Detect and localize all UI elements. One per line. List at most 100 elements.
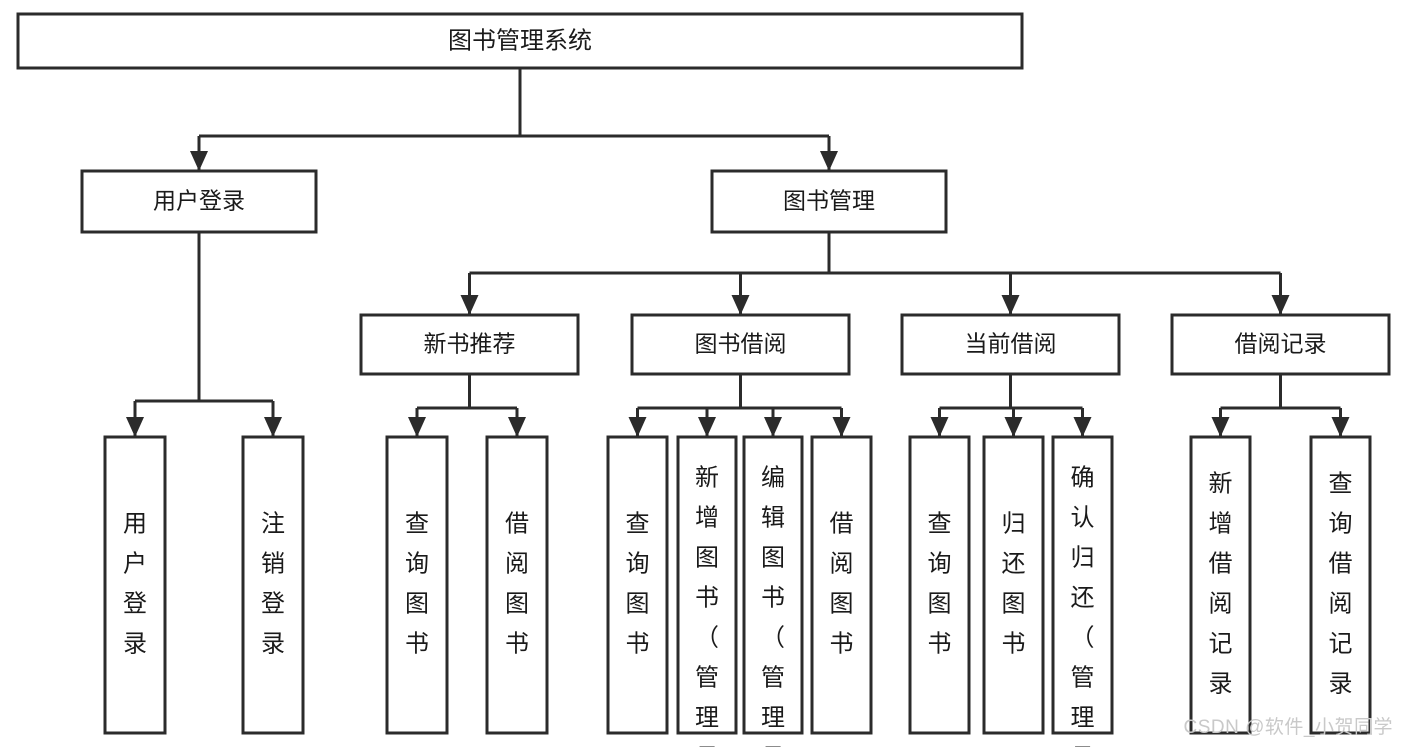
node-box	[900, 313, 1121, 376]
node-box	[742, 435, 804, 735]
node-label-char: 确	[1071, 464, 1095, 491]
node-label-char: 查	[928, 510, 952, 537]
arrowhead-icon	[1271, 295, 1290, 315]
node-label-char: 阅	[830, 550, 854, 577]
node-label: 借阅记录	[1235, 331, 1327, 357]
arrowhead-icon	[460, 295, 479, 315]
node-label-char: 归	[1002, 510, 1026, 537]
node-box	[485, 435, 549, 735]
edges-layer	[126, 68, 1350, 437]
arrowhead-icon	[1001, 295, 1020, 315]
node-label-char: 借	[1209, 550, 1233, 577]
arrowhead-icon	[832, 417, 851, 437]
node-level3-新书推荐[interactable]: 新书推荐	[359, 313, 580, 376]
node-label-char: 询	[928, 550, 952, 577]
node-label-char: 管	[1071, 664, 1095, 691]
node-label-char: 图	[761, 544, 785, 571]
node-leaf-用户登录[interactable]: 用户登录	[103, 435, 167, 735]
node-label-char: 录	[261, 630, 285, 657]
node-root-图书管理系统[interactable]: 图书管理系统	[16, 12, 1024, 70]
arrowhead-icon	[1073, 417, 1092, 437]
node-label-char: 借	[505, 510, 529, 537]
node-label-char: 员	[1071, 744, 1095, 747]
arrowhead-icon	[1004, 417, 1023, 437]
node-label: 图书管理系统	[448, 27, 592, 54]
node-label-char: 图	[626, 590, 650, 617]
node-label-char: 管	[761, 664, 785, 691]
node-label: 当前借阅	[965, 331, 1057, 357]
node-label-char: 查	[405, 510, 429, 537]
arrowhead-icon	[190, 151, 208, 171]
node-box	[1051, 435, 1114, 735]
node-label: 图书借阅	[695, 331, 787, 357]
arrowhead-icon	[408, 417, 426, 437]
arrowhead-icon	[698, 417, 716, 437]
node-level2-用户登录[interactable]: 用户登录	[80, 169, 318, 234]
node-label-char: 登	[123, 590, 147, 617]
arrowhead-icon	[264, 417, 282, 437]
node-label-char: 录	[1209, 670, 1233, 697]
node-label-char: 录	[1329, 670, 1353, 697]
node-label-char: 注	[261, 510, 285, 537]
node-box	[359, 313, 580, 376]
node-label: 用户登录	[123, 510, 147, 657]
node-box	[606, 435, 669, 735]
node-label-char: 销	[261, 550, 285, 577]
node-level3-借阅记录[interactable]: 借阅记录	[1170, 313, 1391, 376]
node-level2-图书管理[interactable]: 图书管理	[710, 169, 948, 234]
node-label-char: 书	[695, 584, 719, 611]
arrowhead-icon	[628, 417, 647, 437]
node-label-char: 登	[261, 590, 285, 617]
node-label-char: 书	[505, 630, 529, 657]
node-label-char: 增	[1209, 510, 1233, 537]
node-level3-当前借阅[interactable]: 当前借阅	[900, 313, 1121, 376]
node-label-char: 管	[695, 664, 719, 691]
node-box	[1189, 435, 1252, 735]
node-label-char: 询	[1329, 510, 1353, 537]
node-label-char: 图	[505, 590, 529, 617]
node-label-char: 理	[695, 704, 719, 731]
node-label-char: 增	[695, 504, 719, 531]
node-label-char: 理	[761, 704, 785, 731]
node-label-char: 还	[1071, 584, 1095, 611]
node-label: 图书管理	[783, 188, 875, 214]
node-box	[710, 169, 948, 234]
node-label-char: 借	[1329, 550, 1353, 577]
arrowhead-icon	[1331, 417, 1350, 437]
node-level3-图书借阅[interactable]: 图书借阅	[630, 313, 851, 376]
node-label-char: 书	[761, 584, 785, 611]
arrowhead-icon	[930, 417, 949, 437]
node-label-char: 书	[830, 630, 854, 657]
node-label-char: 认	[1071, 504, 1095, 531]
node-label-char: 辑	[761, 504, 785, 531]
nodes-layer: 图书管理系统用户登录图书管理新书推荐图书借阅当前借阅借阅记录用户登录注销登录查询…	[16, 12, 1391, 747]
node-label-char: （	[1071, 624, 1095, 651]
node-label-char: 新	[695, 464, 719, 491]
arrowhead-icon	[731, 295, 750, 315]
node-box	[676, 435, 738, 735]
node-box	[1309, 435, 1372, 735]
arrowhead-icon	[764, 417, 782, 437]
node-box	[1170, 313, 1391, 376]
